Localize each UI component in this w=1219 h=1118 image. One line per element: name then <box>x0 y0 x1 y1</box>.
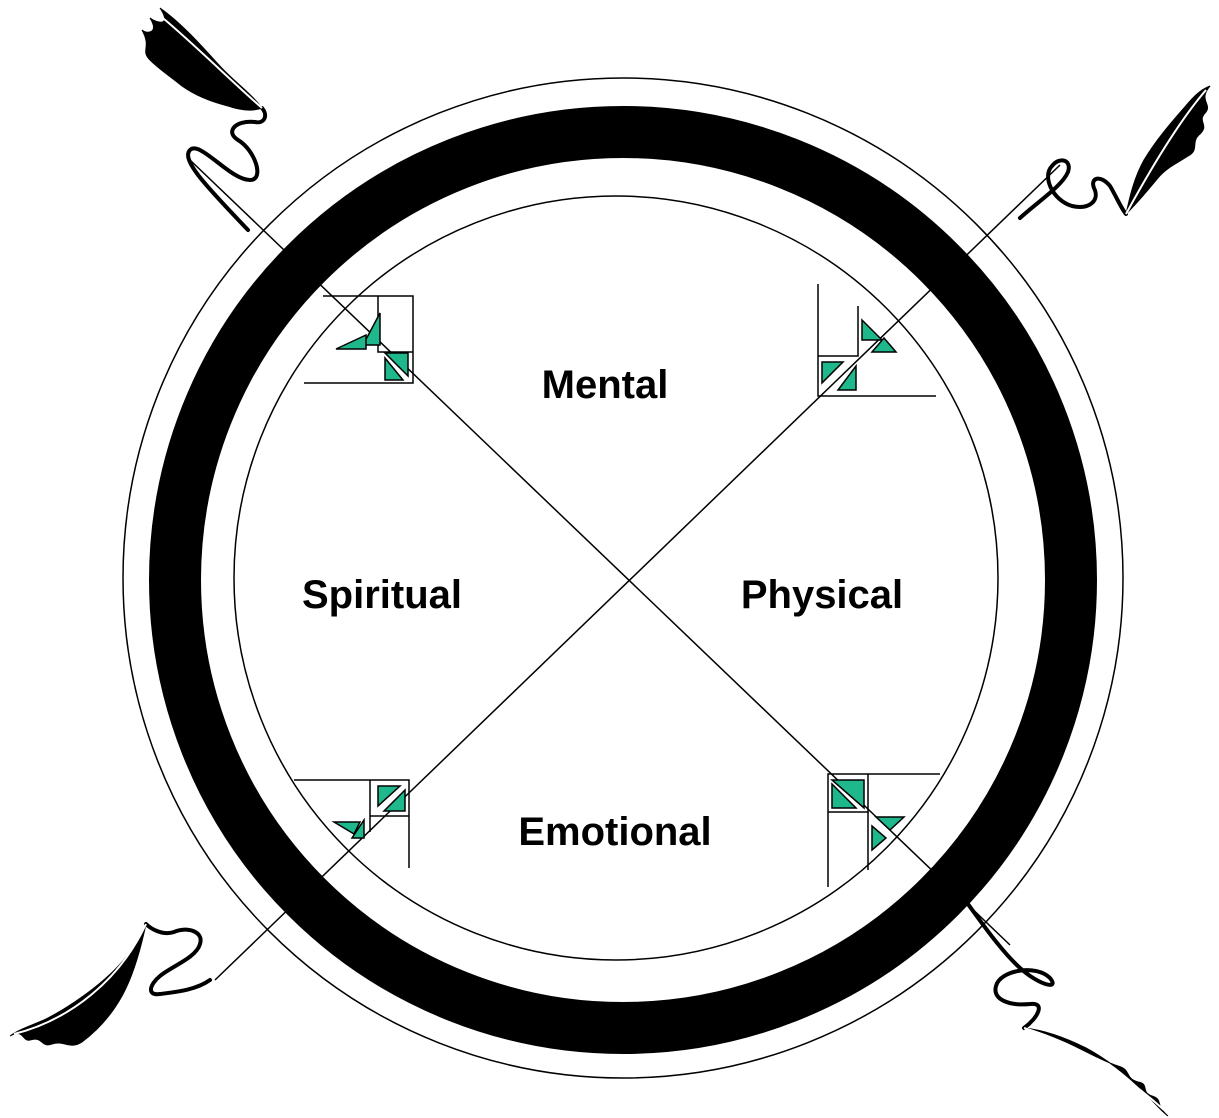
feather-icon-top-right <box>1020 86 1210 218</box>
label-spiritual: Spiritual <box>302 573 462 617</box>
feather-icon-bottom-left <box>10 924 210 1045</box>
label-physical: Physical <box>741 573 903 617</box>
label-mental: Mental <box>542 363 669 407</box>
label-emotional: Emotional <box>518 810 711 854</box>
feather-icon-top-left <box>142 8 265 230</box>
